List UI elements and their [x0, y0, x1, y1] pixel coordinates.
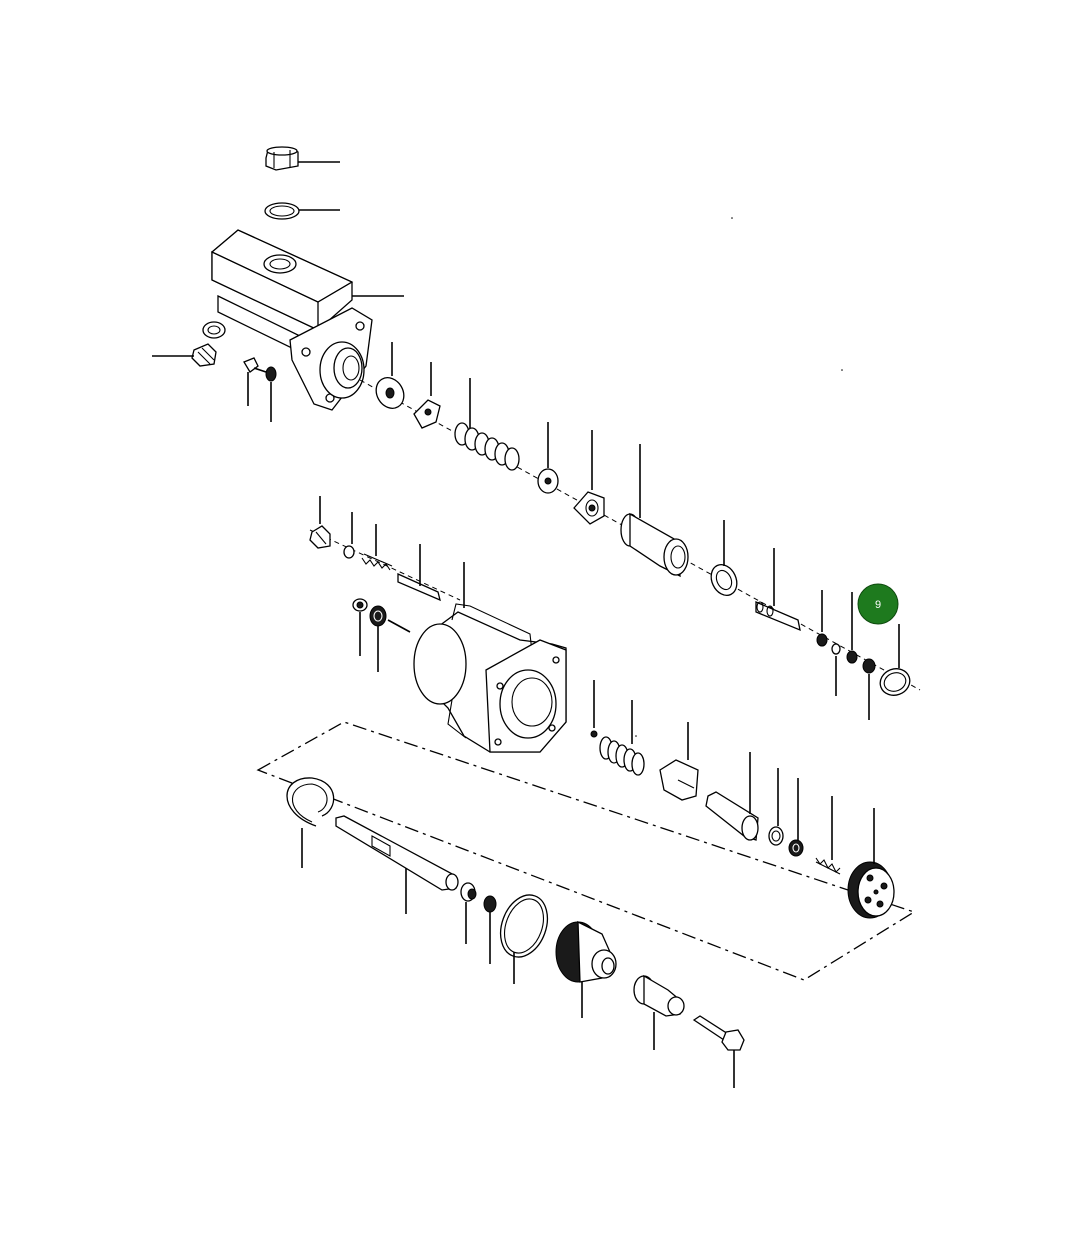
seal-washer: [375, 377, 405, 409]
plunger-seal: [768, 826, 784, 846]
check-valve-o-ring: [343, 545, 355, 559]
diaphragm-plate: [847, 861, 895, 919]
valve-seat: [369, 605, 387, 627]
small-washer: [846, 650, 858, 664]
retainer-clip: [413, 399, 441, 429]
spring-retainer: [659, 759, 699, 801]
small-o-ring: [831, 643, 841, 655]
bleeder-screw: [692, 1015, 745, 1051]
callout-label: 9: [875, 599, 881, 611]
power-piston: [555, 920, 617, 983]
bolt-washer: [265, 366, 277, 382]
plunger: [705, 791, 759, 841]
speck: [635, 735, 637, 737]
primary-spring: [454, 422, 520, 471]
speck: [841, 369, 843, 371]
piston-seal: [710, 563, 738, 597]
check-valve-spring: [361, 553, 393, 571]
primary-piston: [620, 512, 689, 578]
rod-washer: [483, 895, 497, 913]
fitting-gasket: [202, 321, 226, 339]
valve-seat-washer: [352, 598, 368, 612]
piston-cup: [573, 491, 605, 525]
leader-line: [387, 619, 411, 633]
speck: [731, 217, 733, 219]
master-cylinder-reservoir: [210, 229, 373, 411]
spring-seat: [537, 468, 559, 494]
callout-badge[interactable]: 9: [857, 583, 899, 625]
power-cylinder-housing: [413, 603, 567, 753]
small-ball: [590, 730, 598, 738]
snap-ring-lower: [286, 777, 335, 827]
snap-ring-upper: [879, 668, 911, 696]
bolt: [243, 357, 267, 373]
rubber-boot: [633, 974, 685, 1017]
subassembly-frame: [256, 721, 916, 981]
plunger-nut: [788, 839, 804, 857]
check-valve-pin: [397, 572, 441, 602]
bleeder-fitting: [191, 343, 217, 367]
return-spring: [599, 736, 645, 776]
reservoir-cap: [265, 146, 299, 171]
rod-nut: [460, 882, 477, 902]
bleed-spring: [815, 857, 841, 875]
housing-o-ring: [499, 894, 549, 958]
cap-seal-ring: [264, 202, 300, 220]
small-nut: [816, 633, 828, 647]
push-rod: [335, 815, 459, 891]
check-valve-fitting: [309, 525, 331, 549]
valve-rod: [755, 601, 801, 632]
retaining-nut: [862, 658, 876, 674]
